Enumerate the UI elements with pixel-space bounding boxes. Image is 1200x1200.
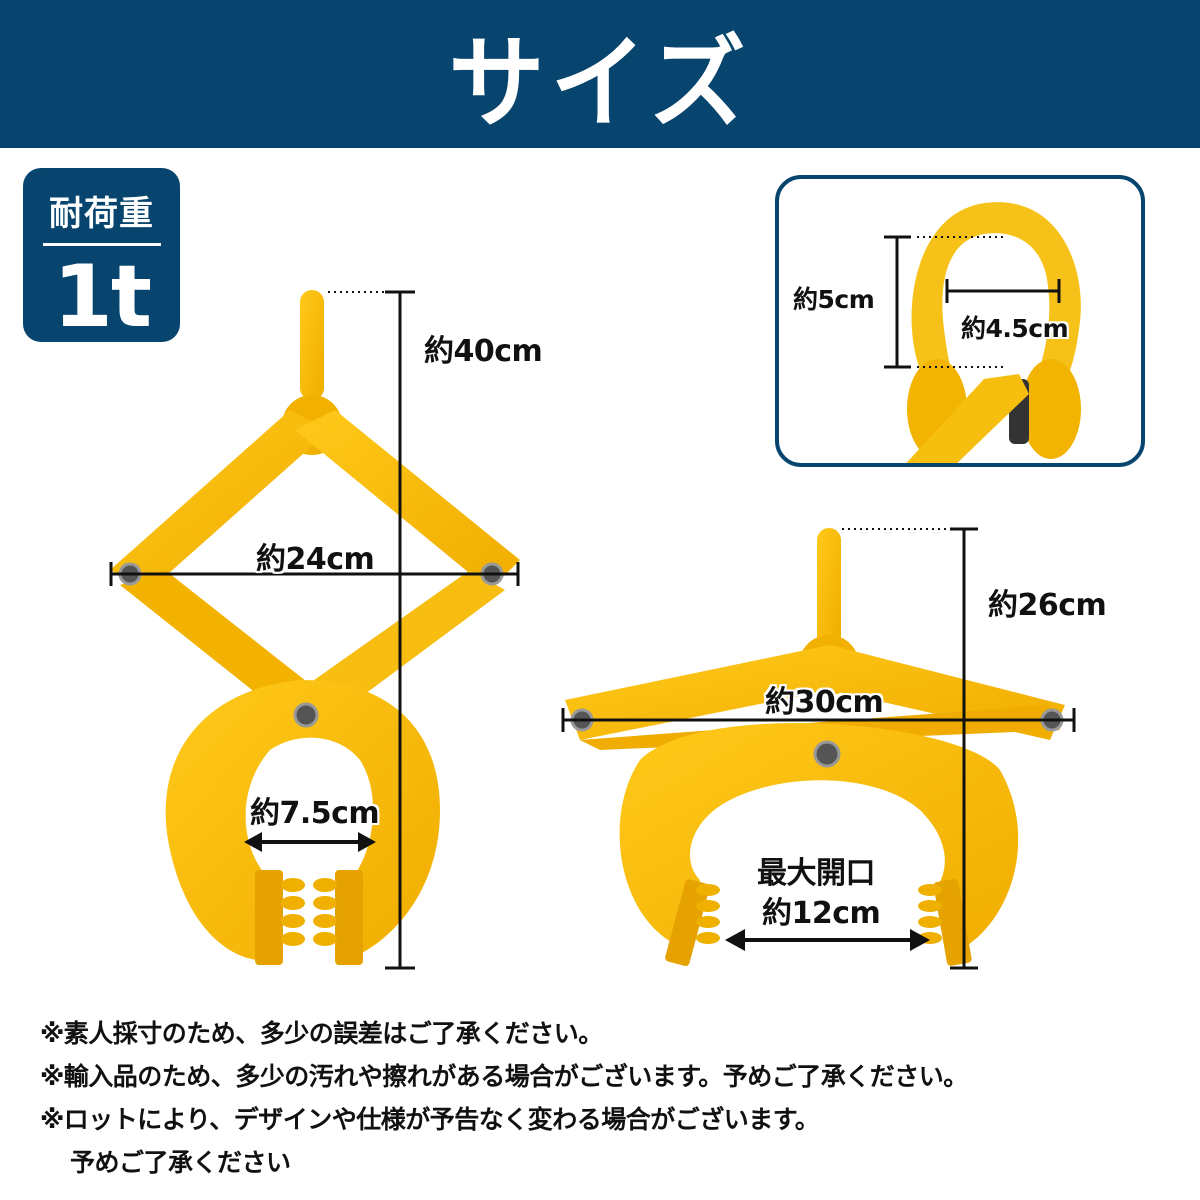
right-opening-label: 約12cm bbox=[762, 896, 881, 931]
shackle-inset: 約5cm 約4.5cm bbox=[775, 175, 1145, 467]
left-height-label: 約40cm bbox=[424, 334, 543, 369]
right-width-label: 約30cm bbox=[765, 685, 884, 720]
load-capacity-badge: 耐荷重 1t bbox=[23, 168, 180, 342]
right-dimension-lines bbox=[561, 527, 1076, 970]
left-jaw-label: 約7.5cm bbox=[250, 796, 380, 831]
left-width-label: 約24cm bbox=[256, 542, 375, 577]
right-opening-title: 最大開口 bbox=[757, 856, 876, 891]
left-dimension-lines bbox=[109, 290, 520, 970]
page-title: サイズ bbox=[448, 24, 752, 142]
footnote-1: ※素人採寸のため、多少の誤差はご了承ください。 bbox=[40, 1019, 603, 1048]
inset-width-label: 約4.5cm bbox=[961, 314, 1069, 343]
footnote-3: ※ロットにより、デザインや仕様が予告なく変わる場合がございます。 bbox=[40, 1105, 820, 1134]
footnotes: ※素人採寸のため、多少の誤差はご了承ください。 ※輸入品のため、多少の汚れや擦れ… bbox=[40, 1012, 1180, 1184]
header-banner: サイズ bbox=[0, 0, 1200, 148]
badge-divider bbox=[42, 243, 161, 246]
product-illustration bbox=[109, 290, 1076, 970]
inset-height-label: 約5cm bbox=[793, 285, 875, 314]
badge-label: 耐荷重 bbox=[49, 194, 154, 234]
right-height-label: 約26cm bbox=[988, 588, 1107, 623]
shackle-image bbox=[884, 202, 1081, 463]
badge-value: 1t bbox=[53, 247, 152, 347]
footnote-2: ※輸入品のため、多少の汚れや擦れがある場合がございます。予めご了承ください。 bbox=[40, 1062, 968, 1091]
left-clamp-image bbox=[110, 290, 520, 965]
footnote-3-continued: 予めご了承ください bbox=[70, 1148, 291, 1177]
